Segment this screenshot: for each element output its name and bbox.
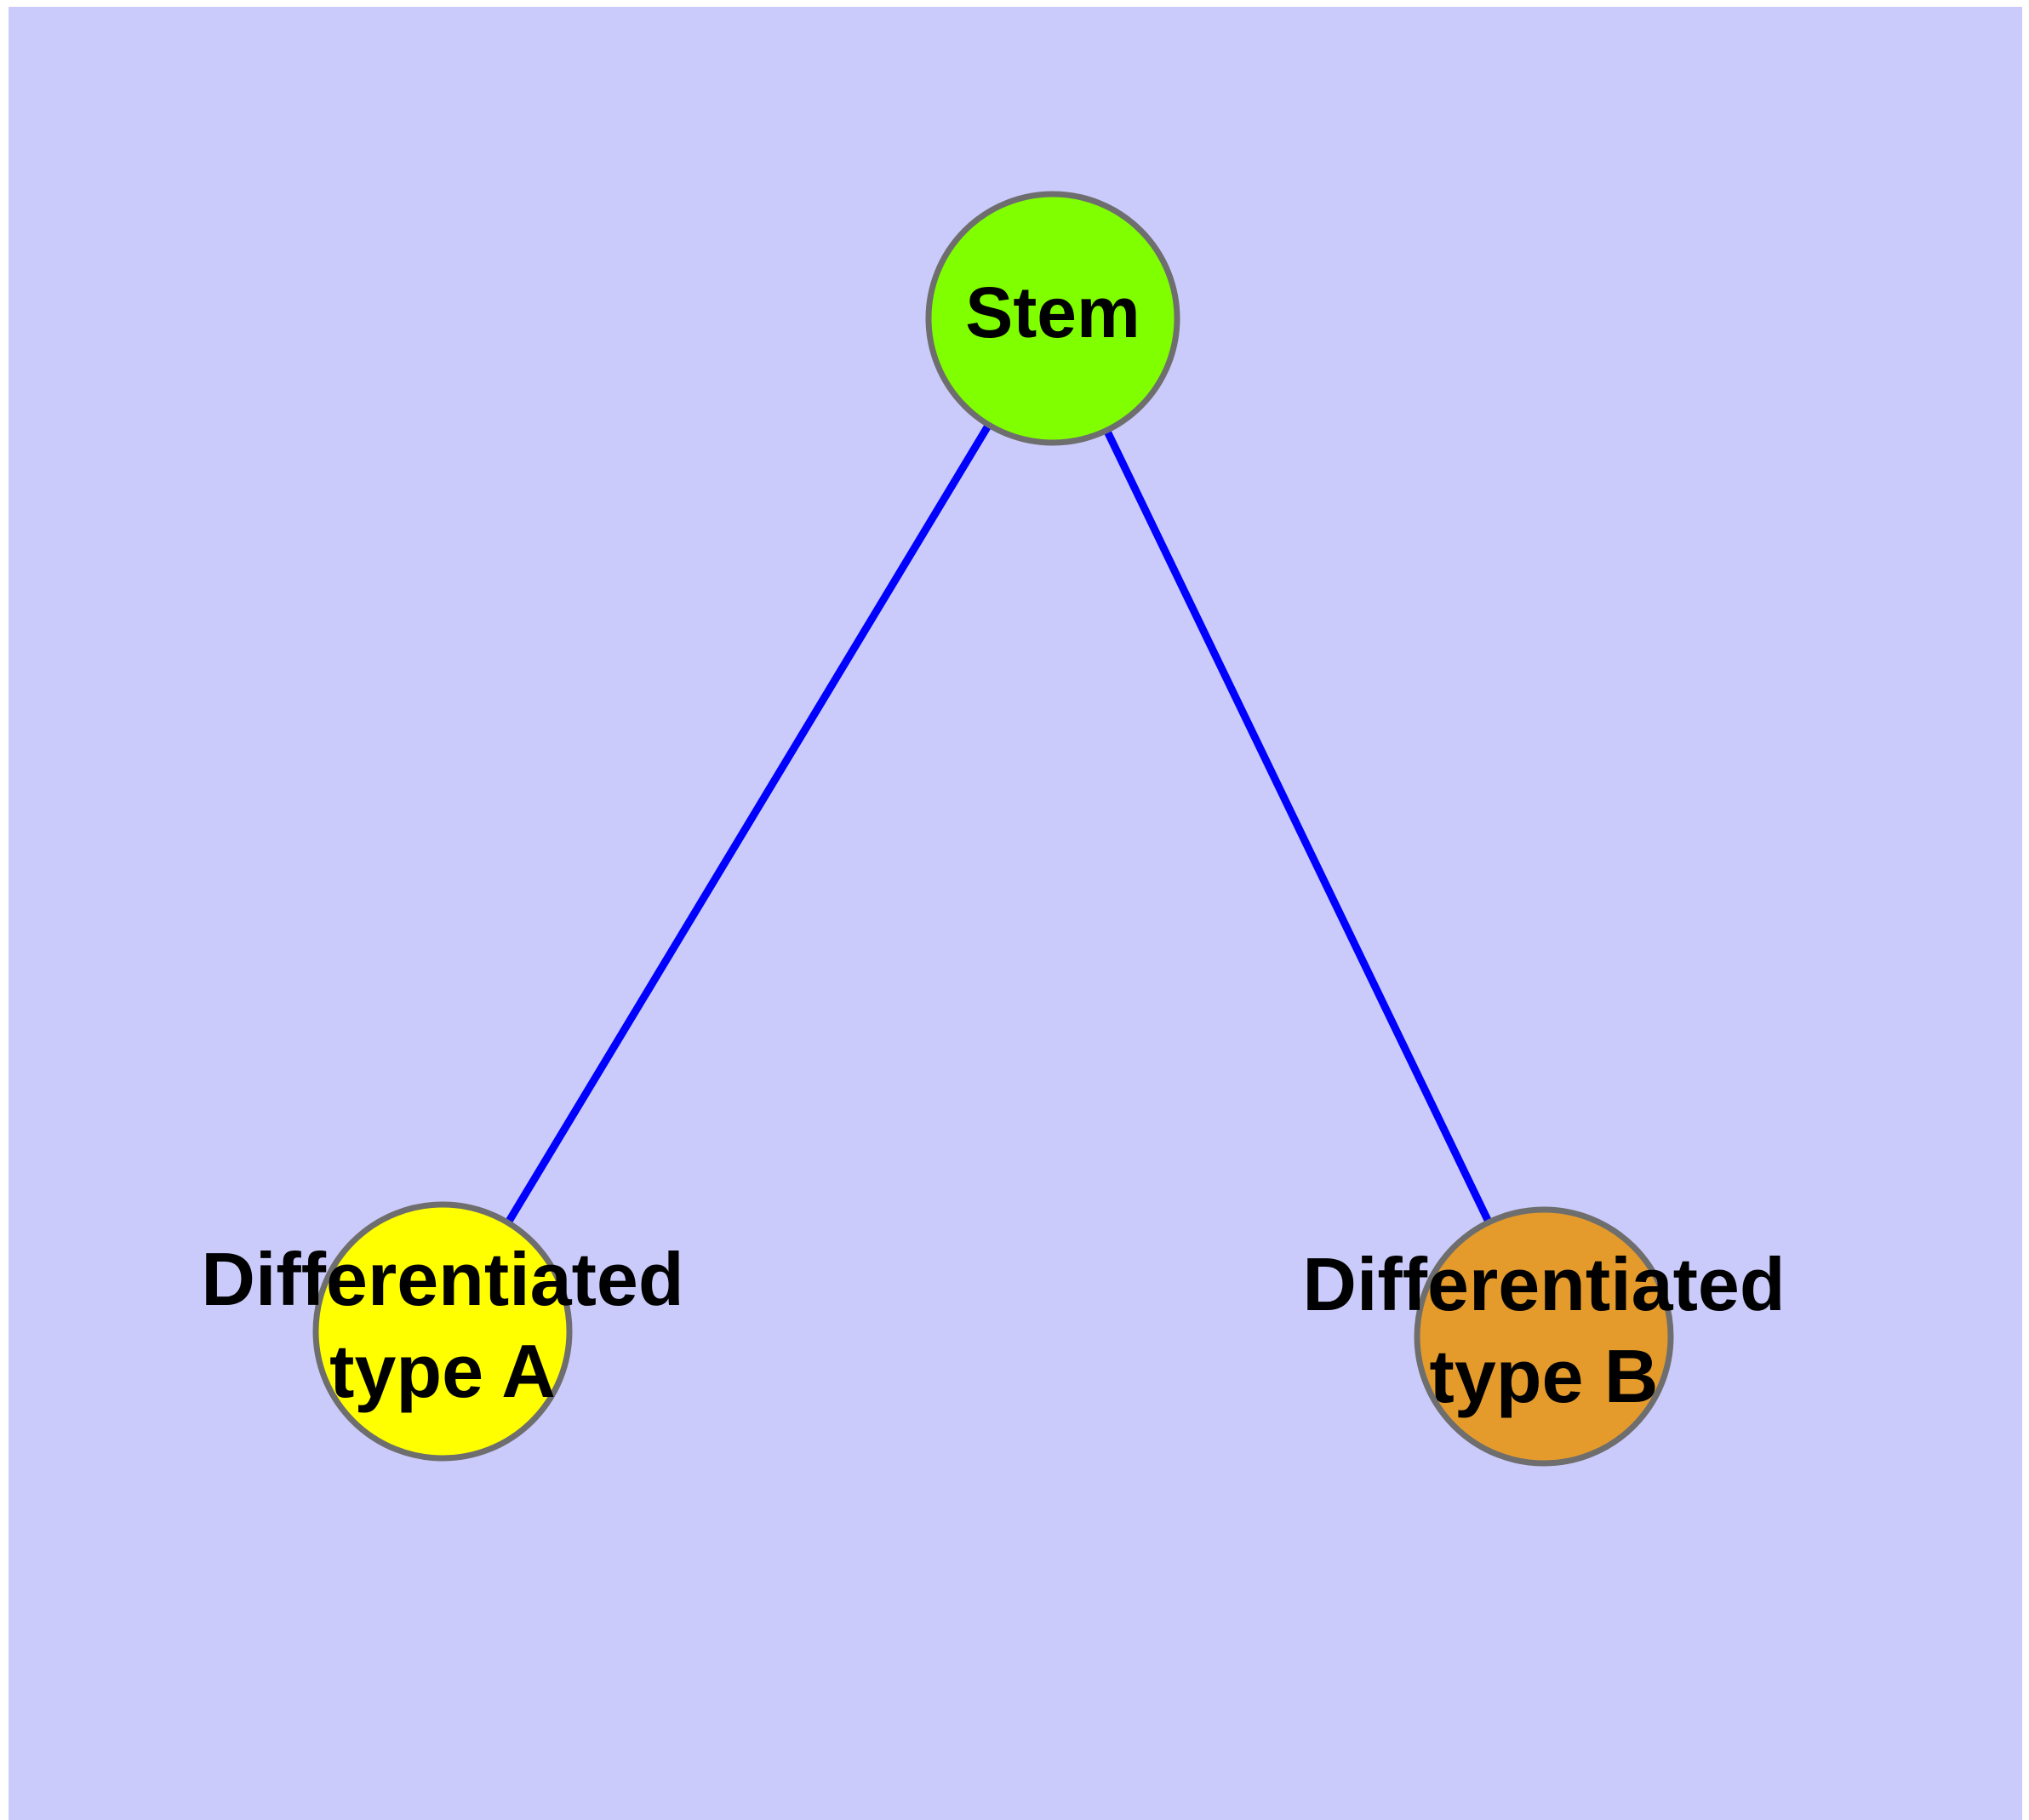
node-stem-circle[interactable] [925,191,1180,446]
edge-stem-to-diff-b[interactable] [1049,317,1548,1338]
node-label-line: Differentiated [1302,1242,1785,1326]
node-label-line: type A [329,1329,556,1413]
node-label-line: Differentiated [201,1237,683,1321]
node-diff-a-circle[interactable] [312,1201,573,1462]
node-label-stem: Stem [965,272,1140,352]
node-label-line: Stem [965,272,1140,352]
edge-stem-to-diff-a[interactable] [439,316,1056,1334]
nodes-layer [312,191,1674,1467]
node-diff-a[interactable] [312,1201,573,1462]
edges-layer [439,316,1548,1338]
node-label-line: type B [1430,1334,1659,1418]
node-diff-b[interactable] [1414,1206,1674,1467]
node-diff-b-circle[interactable] [1414,1206,1674,1467]
node-stem[interactable] [925,191,1180,446]
